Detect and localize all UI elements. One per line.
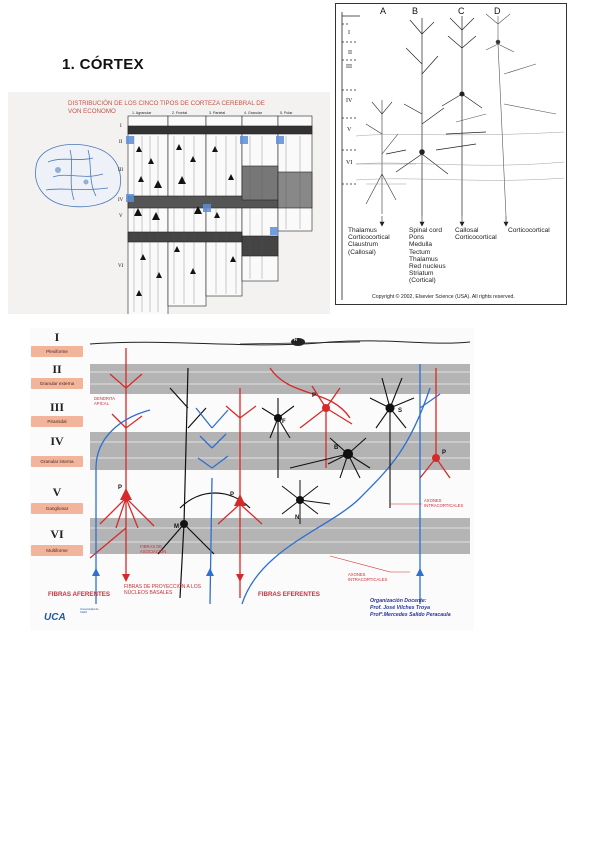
label-fibras-aferentes: FIBRAS AFERENTES bbox=[48, 591, 110, 598]
economo-layer-V: V bbox=[119, 214, 123, 219]
celltype-layer-II: II bbox=[348, 50, 352, 56]
cell-letter-p1: P bbox=[118, 485, 123, 491]
fiber-lines bbox=[133, 136, 301, 312]
celltype-layer-VI: VI bbox=[346, 160, 353, 166]
layer-axis bbox=[341, 12, 360, 300]
layer-bands bbox=[90, 364, 470, 554]
economo-layer-II: II bbox=[119, 140, 123, 145]
circuit-layer-II: II bbox=[52, 362, 62, 376]
von-economo-panel: DISTRIBUCIÓN DE LOS CINCO TIPOS DE CORTE… bbox=[8, 92, 330, 314]
neuron-D bbox=[455, 13, 557, 217]
label-dendrita-apical: DENDRITA APICAL bbox=[94, 396, 115, 406]
uca-logo-text: UCA bbox=[44, 612, 66, 623]
economo-layer-III: III bbox=[118, 168, 123, 173]
layer-markers bbox=[126, 136, 284, 235]
economo-layer-VI: VI bbox=[118, 264, 124, 269]
soma-p-right bbox=[432, 454, 440, 462]
celltype-layer-I: I bbox=[348, 30, 350, 36]
celltype-letter-C: C bbox=[458, 6, 465, 16]
celltype-layer-III: III bbox=[346, 64, 352, 70]
celltype-letter-D: D bbox=[494, 6, 501, 16]
neuron-m bbox=[157, 367, 251, 599]
economo-col-2: 2. Frontal bbox=[172, 111, 188, 115]
neuron-s bbox=[369, 377, 415, 508]
cell-letter-h: H bbox=[294, 337, 297, 342]
targets-C: Callosal Corticocortical bbox=[455, 227, 497, 242]
economo-layer-I: I bbox=[120, 124, 122, 129]
celltype-layer-IV: IV bbox=[346, 98, 353, 104]
org-credits: Organización Docente: Prof. José Vilches… bbox=[370, 598, 451, 618]
cell-letter-p4: P bbox=[442, 450, 447, 456]
targets-A: Thalamus Corticocortical Claustrum (Call… bbox=[348, 227, 390, 256]
neuron-n bbox=[281, 480, 331, 524]
axon-traces bbox=[355, 131, 565, 181]
neuron-drawings bbox=[341, 12, 565, 300]
cell-letter-p2: P bbox=[230, 492, 235, 498]
efferent-arrows bbox=[122, 574, 244, 582]
soma-p-top bbox=[322, 404, 330, 412]
circuit-layer-III-name: Piramidal bbox=[31, 416, 83, 427]
label-fibras-asociacion: FIBRAS DE ASOCIACIÓN bbox=[140, 544, 167, 554]
label-fibras-proyeccion: FIBRAS DE PROYECCIÓN A LOS NÚCLEOS BASAL… bbox=[124, 584, 201, 596]
celltype-letter-A: A bbox=[380, 6, 387, 16]
economo-col-4: 4. Granular bbox=[244, 111, 262, 115]
brain-sketch bbox=[35, 143, 121, 208]
copyright: Copyright © 2002, Elsevier Science (USA)… bbox=[372, 294, 515, 300]
circuit-figure bbox=[89, 338, 471, 605]
circuit-layer-I-name: Plexiforme bbox=[31, 346, 83, 357]
circuit-layer-VI-name: Multiforme bbox=[31, 545, 83, 556]
economo-col-5: 5. Polar bbox=[280, 111, 293, 115]
soma-p-mid bbox=[234, 494, 246, 506]
economo-figure bbox=[35, 115, 313, 314]
cell-triangles bbox=[134, 144, 236, 296]
neuron-A bbox=[356, 100, 416, 214]
circuit-layer-II-name: Granular externa bbox=[31, 378, 83, 389]
cell-letter-f: F bbox=[282, 419, 286, 425]
neuron-f bbox=[261, 398, 295, 478]
circuit-layer-V-name: Ganglionar bbox=[31, 503, 83, 514]
uca-logo: UCA Universidad de Cádiz bbox=[44, 607, 100, 623]
efferent-fibers bbox=[217, 367, 451, 598]
afferent-arrows bbox=[92, 568, 424, 576]
neuron-C bbox=[441, 16, 487, 216]
targets-B: Spinal cord Pons Medulla Tectum Thalamus… bbox=[409, 227, 446, 285]
circuit-panel: I Plexiforme II Granular externa III Pir… bbox=[30, 328, 474, 630]
circuit-layer-III: III bbox=[49, 400, 64, 414]
celltype-layer-V: V bbox=[347, 127, 352, 133]
afferent-fibers bbox=[95, 364, 441, 605]
circuit-layer-V: V bbox=[52, 485, 62, 499]
soma-m bbox=[180, 520, 188, 528]
label-fibras-eferentes: FIBRAS EFERENTES bbox=[258, 591, 320, 598]
celltype-letter-B: B bbox=[412, 6, 419, 16]
circuit-layer-IV-name: Granular interna bbox=[31, 456, 83, 467]
circuit-layer-IV: IV bbox=[50, 434, 64, 448]
circuit-layer-VI: VI bbox=[50, 527, 64, 541]
label-leaders bbox=[329, 503, 422, 573]
section-heading: 1. CÓRTEX bbox=[62, 56, 144, 73]
cell-letter-n: N bbox=[295, 515, 300, 521]
label-axones-intracorticales-2: AXONES INTRACORTICALES bbox=[348, 572, 388, 582]
target-arrows bbox=[379, 216, 509, 227]
surface-line bbox=[89, 340, 471, 346]
cell-types-panel: A B C D I II III IV V VI bbox=[335, 3, 567, 305]
cell-h bbox=[239, 338, 361, 346]
soma-p-left bbox=[120, 488, 132, 500]
economo-layer-IV: IV bbox=[118, 198, 124, 203]
circuit-layer-I: I bbox=[54, 330, 60, 344]
targets-D: Corticocortical bbox=[508, 227, 550, 234]
neuron-b bbox=[289, 437, 371, 479]
cell-letter-s: S bbox=[398, 408, 403, 414]
economo-col-3: 3. Parietal bbox=[209, 111, 226, 115]
economo-col-1: 1. Agranular bbox=[132, 111, 152, 115]
label-axones-intracorticales-1: AXONES INTRACORTICALES bbox=[424, 498, 464, 508]
cell-letter-p3: P bbox=[312, 393, 317, 399]
cell-letter-m: M bbox=[174, 524, 179, 530]
economo-title: DISTRIBUCIÓN DE LOS CINCO TIPOS DE CORTE… bbox=[68, 100, 265, 115]
uca-logo-subtitle: Universidad de Cádiz bbox=[80, 607, 99, 615]
cell-letter-b: B bbox=[334, 445, 339, 451]
